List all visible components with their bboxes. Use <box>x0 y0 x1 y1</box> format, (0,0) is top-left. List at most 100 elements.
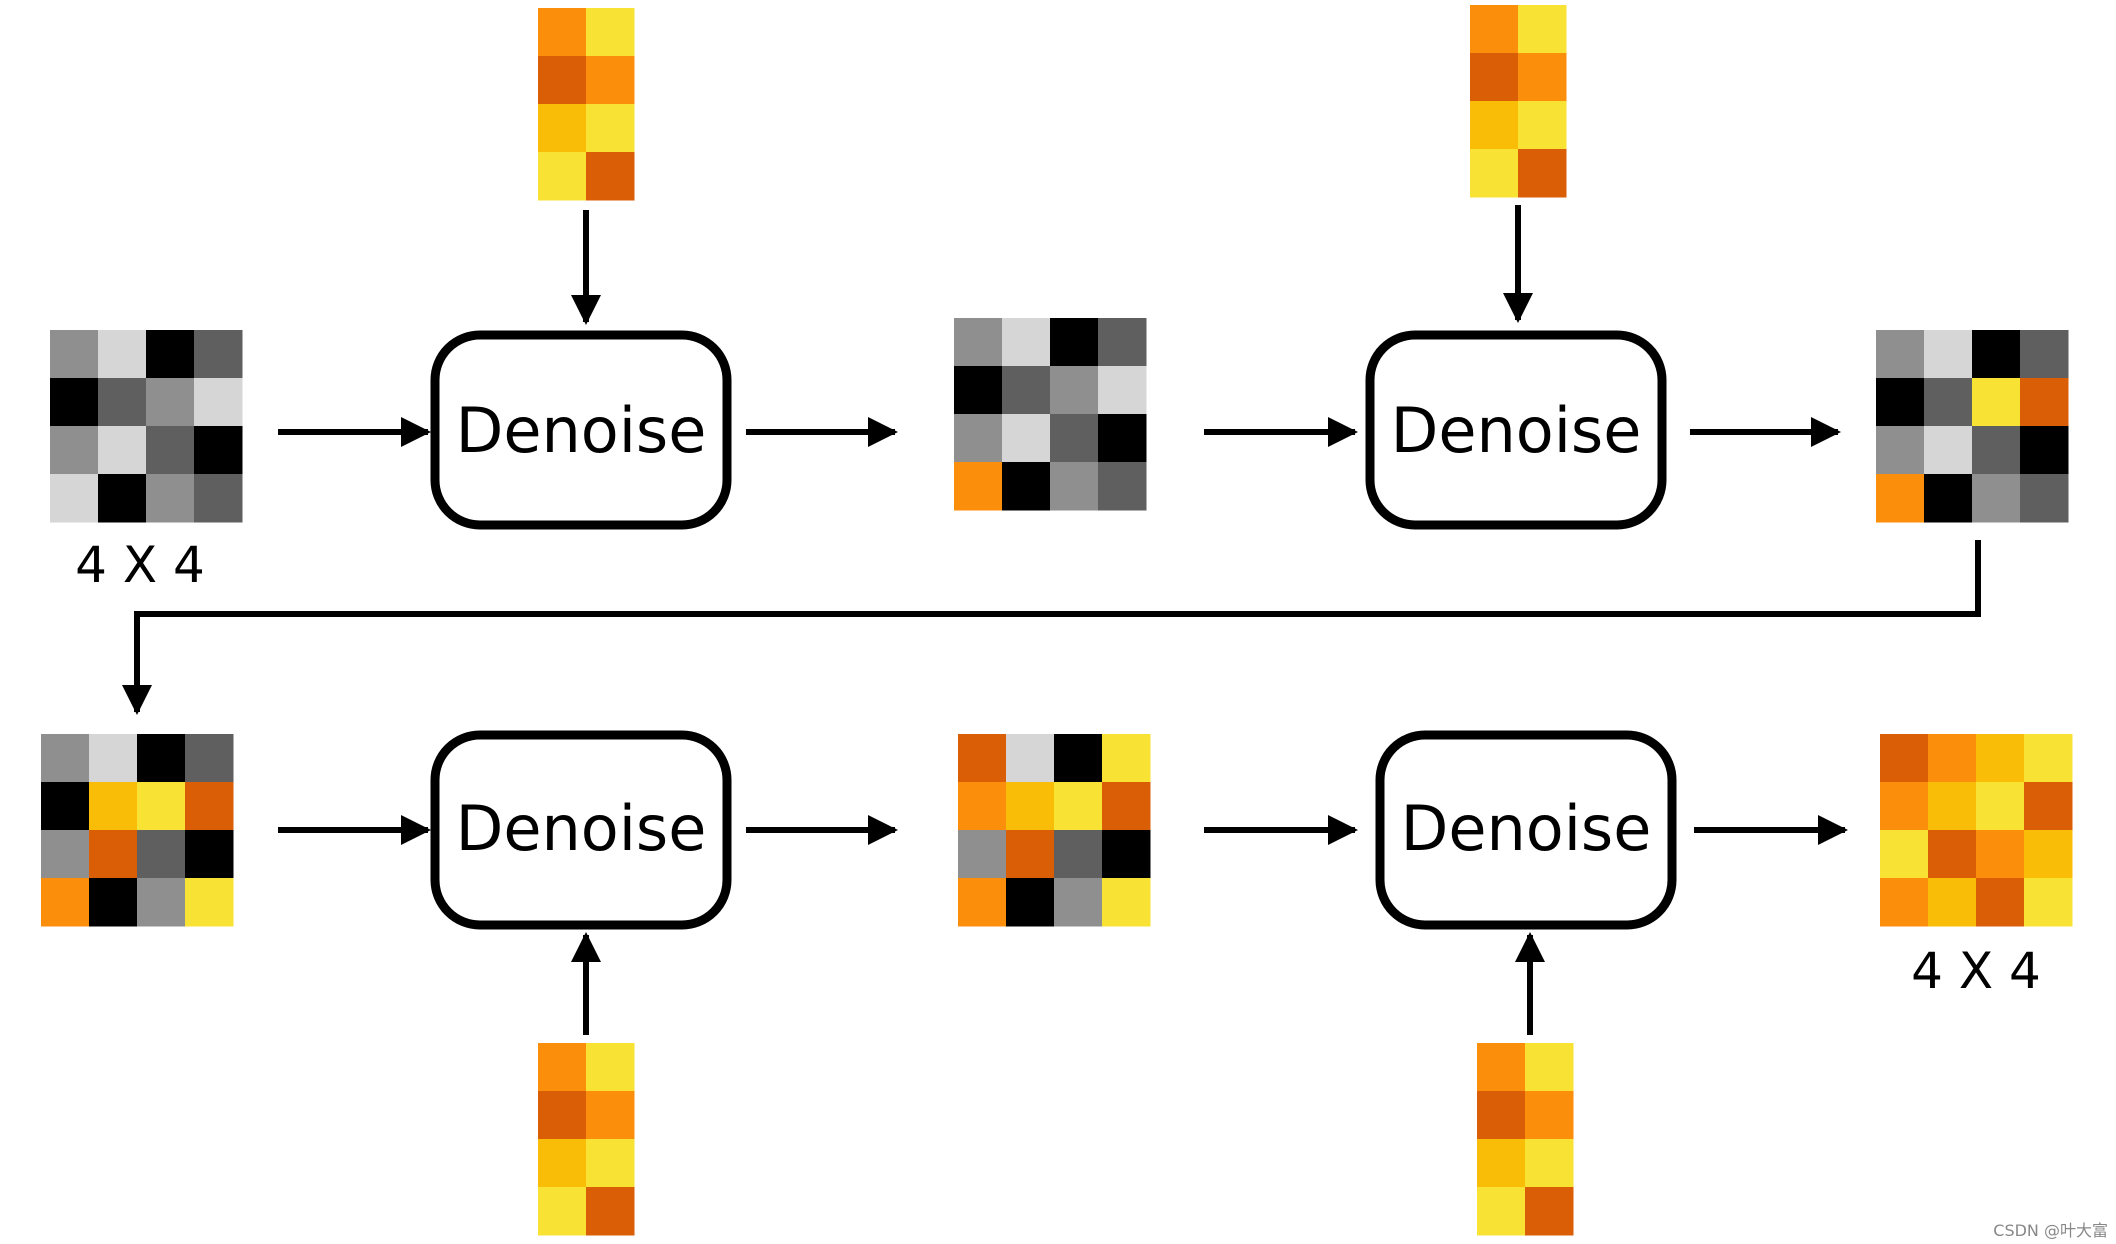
step3-cell <box>1054 734 1103 783</box>
input-cell <box>194 378 243 427</box>
step2_copy-cell <box>137 830 186 879</box>
step3-cell <box>1102 782 1151 831</box>
cond2-cell <box>1518 53 1567 102</box>
cond3-cell <box>538 1187 587 1236</box>
output-size-label: 4 X 4 <box>1911 942 2041 1000</box>
step3-cell <box>1102 830 1151 879</box>
step2_copy-cell <box>89 734 138 783</box>
output-cell <box>2024 878 2073 927</box>
cond4-cell <box>1477 1043 1526 1092</box>
cond3-cell <box>538 1043 587 1092</box>
cond1-cell <box>538 56 587 105</box>
input-cell <box>50 378 99 427</box>
input-cell <box>146 426 195 475</box>
input-cell <box>98 378 147 427</box>
step2-cell <box>2020 426 2069 475</box>
cond2-cell <box>1518 5 1567 54</box>
cond4-cell <box>1525 1139 1574 1188</box>
input-cell <box>50 426 99 475</box>
step2-cell <box>1972 330 2021 379</box>
output-grid <box>1880 734 2073 927</box>
step2_copy-cell <box>137 878 186 927</box>
cond1-cell <box>538 104 587 153</box>
step1-cell <box>954 414 1003 463</box>
step1-cell <box>1002 366 1051 415</box>
cond3-cell <box>538 1091 587 1140</box>
step3-cell <box>1102 734 1151 783</box>
step1-cell <box>954 462 1003 511</box>
input-cell <box>194 474 243 523</box>
step2-cell <box>1924 474 1973 523</box>
step3-cell <box>1006 878 1055 927</box>
input-cell <box>50 474 99 523</box>
output-cell <box>1880 782 1929 831</box>
output-cell <box>1880 878 1929 927</box>
step3-cell <box>1054 782 1103 831</box>
step2-cell <box>1876 426 1925 475</box>
step2_copy-cell <box>41 878 90 927</box>
step2-cell <box>1972 426 2021 475</box>
step3-cell <box>958 734 1007 783</box>
output-cell <box>1976 830 2025 879</box>
cond3-cell <box>538 1139 587 1188</box>
cond2-cell <box>1470 5 1519 54</box>
cond1-cell <box>538 8 587 57</box>
step2-cell <box>1876 330 1925 379</box>
output-cell <box>1976 782 2025 831</box>
denoise-box-3: Denoise <box>430 730 732 930</box>
step2-grid <box>1876 330 2069 523</box>
cond2-cell <box>1518 149 1567 198</box>
denoise-label-3: Denoise <box>456 792 707 865</box>
cond1-cell <box>586 104 635 153</box>
step3-grid <box>958 734 1151 927</box>
cond3-cell <box>586 1187 635 1236</box>
input-cell <box>146 474 195 523</box>
cond4-cell <box>1525 1043 1574 1092</box>
input-size-label: 4 X 4 <box>75 536 205 594</box>
output-cell <box>1880 830 1929 879</box>
step2_copy-cell <box>89 830 138 879</box>
denoise-box-1: Denoise <box>430 330 732 530</box>
step3-cell <box>1006 830 1055 879</box>
step2_copy-cell <box>89 878 138 927</box>
step2-cell <box>1924 330 1973 379</box>
step3-cell <box>1102 878 1151 927</box>
step3-cell <box>1006 734 1055 783</box>
step2-cell <box>1972 474 2021 523</box>
denoise-label-4: Denoise <box>1401 792 1652 865</box>
cond1-cell <box>586 8 635 57</box>
denoise-label-1: Denoise <box>456 394 707 467</box>
step2-cell <box>1924 426 1973 475</box>
step1-cell <box>954 366 1003 415</box>
step1-cell <box>1002 318 1051 367</box>
condition-column-3 <box>538 1043 635 1236</box>
step1-grid <box>954 318 1147 511</box>
output-cell <box>1880 734 1929 783</box>
output-cell <box>1976 878 2025 927</box>
output-cell <box>1928 782 1977 831</box>
step1-cell <box>1002 462 1051 511</box>
input-cell <box>98 474 147 523</box>
denoise-box-4: Denoise <box>1375 730 1677 930</box>
cond2-cell <box>1470 53 1519 102</box>
step1-cell <box>1098 318 1147 367</box>
cond4-cell <box>1525 1187 1574 1236</box>
cond4-cell <box>1477 1091 1526 1140</box>
step2_copy-cell <box>41 830 90 879</box>
step2-cell <box>1924 378 1973 427</box>
output-cell <box>2024 782 2073 831</box>
output-cell <box>1976 734 2025 783</box>
input-cell <box>98 426 147 475</box>
step1-cell <box>1050 318 1099 367</box>
input-cell <box>194 426 243 475</box>
condition-column-1 <box>538 8 635 201</box>
step3-cell <box>958 878 1007 927</box>
cond3-cell <box>586 1139 635 1188</box>
step1-cell <box>954 318 1003 367</box>
cond4-cell <box>1477 1139 1526 1188</box>
step3-cell <box>1006 782 1055 831</box>
cond1-cell <box>538 152 587 201</box>
step2_copy-cell <box>185 878 234 927</box>
input-grid <box>50 330 243 523</box>
